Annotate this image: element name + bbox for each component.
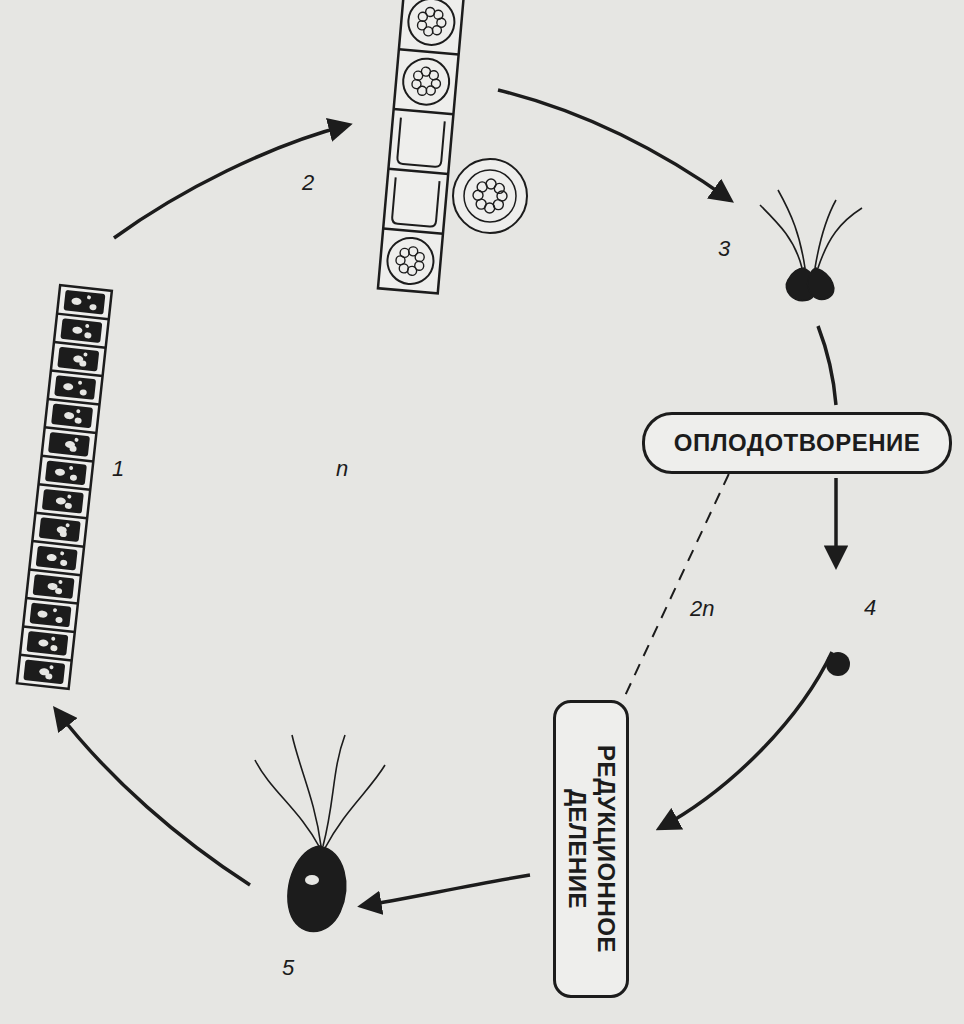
node-label: РЕДУКЦИОННОЕ ДЕЛЕНИЕ: [562, 711, 620, 987]
gametes: [760, 190, 862, 301]
node-label: ОПЛОДОТВОРЕНИЕ: [674, 429, 921, 457]
zoospore: [255, 735, 385, 932]
callout-number: 3: [718, 236, 730, 262]
released-gametangium: [453, 159, 527, 233]
callout-number: 5: [282, 955, 294, 981]
callout-number: 2: [302, 170, 314, 196]
process-box: ОПЛОДОТВОРЕНИЕ: [642, 412, 952, 474]
filament-with-gametangia: [378, 0, 464, 293]
process-box-vertical: РЕДУКЦИОННОЕ ДЕЛЕНИЕ: [553, 700, 629, 998]
callout-number: 4: [864, 595, 876, 621]
callout-number: n: [336, 456, 348, 482]
callout-number: 1: [112, 456, 124, 482]
cycle-arrows: [56, 90, 836, 906]
callout-number: 2n: [690, 596, 714, 622]
dashed-connector: [623, 474, 729, 700]
filament: [17, 285, 112, 689]
